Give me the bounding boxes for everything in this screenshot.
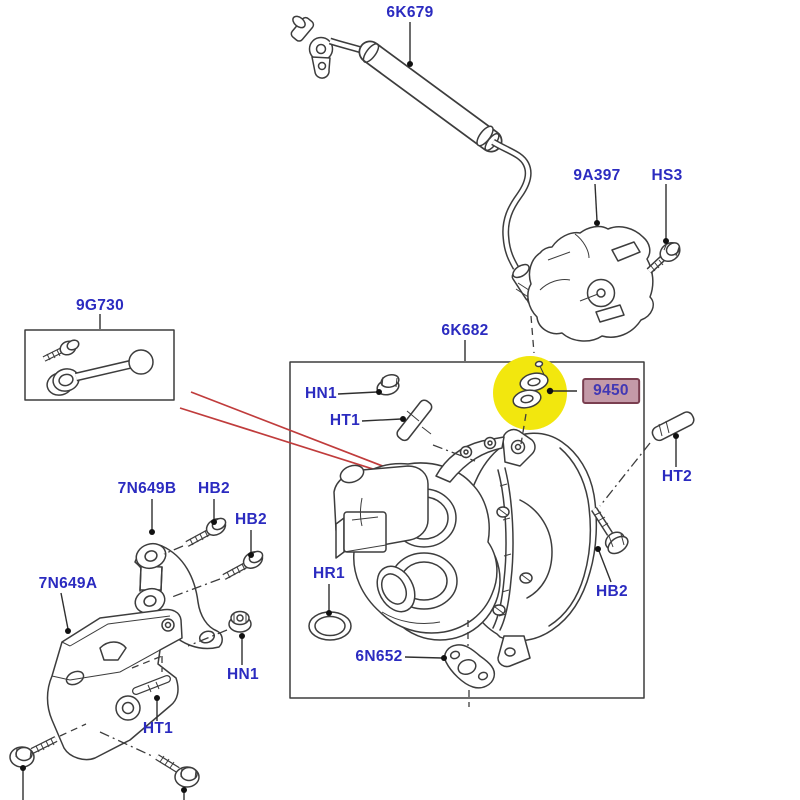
oil-drain-gasket-drawing bbox=[445, 620, 495, 707]
hb2-bolt-a-drawing bbox=[164, 516, 228, 554]
oil-feed-pipe-drawing bbox=[290, 14, 544, 353]
part-label-6k682[interactable]: 6K682 bbox=[441, 322, 489, 339]
group-box-9g730 bbox=[25, 330, 174, 400]
banjo-bolt-kit-drawing bbox=[44, 338, 153, 398]
mount-bracket-drawing bbox=[48, 609, 183, 759]
part-label-6n652[interactable]: 6N652 bbox=[355, 648, 403, 665]
leader-lines bbox=[20, 22, 679, 800]
hs3-bolt-drawing bbox=[649, 239, 684, 271]
part-label-hb2-right[interactable]: HB2 bbox=[596, 583, 628, 600]
part-label-ht1[interactable]: HT1 bbox=[329, 412, 361, 429]
part-label-hs3[interactable]: HS3 bbox=[651, 167, 683, 184]
heat-shield-drawing bbox=[528, 226, 653, 341]
turbocharger-drawing bbox=[334, 430, 596, 667]
part-label-6k679[interactable]: 6K679 bbox=[386, 4, 434, 21]
ht1-stud-drawing bbox=[395, 398, 475, 461]
hn1-nut-bottom-drawing bbox=[188, 612, 251, 647]
part-label-hn1[interactable]: HN1 bbox=[305, 385, 337, 402]
hb2-bolt-b-drawing bbox=[172, 549, 265, 597]
hb2-bolt-right-drawing bbox=[594, 509, 631, 557]
part-label-9450-highlighted[interactable]: 9450 bbox=[582, 378, 640, 404]
ht2-stud-drawing bbox=[600, 410, 696, 506]
group-box-6k682 bbox=[290, 362, 644, 698]
part-label-9g730[interactable]: 9G730 bbox=[75, 297, 125, 314]
part-label-ht1-bottom[interactable]: HT1 bbox=[142, 720, 174, 737]
part-label-7n649b[interactable]: 7N649B bbox=[117, 480, 177, 497]
sealing-washers-9450 bbox=[493, 356, 567, 444]
part-label-9a397[interactable]: 9A397 bbox=[573, 167, 621, 184]
o-ring-drawing bbox=[309, 612, 351, 640]
hn1-nut-drawing bbox=[375, 373, 400, 397]
part-label-hb2-b[interactable]: HB2 bbox=[235, 511, 267, 528]
bottom-bolt-right-drawing bbox=[100, 732, 199, 787]
part-label-hn1-bottom[interactable]: HN1 bbox=[227, 666, 259, 683]
part-label-hb2-a[interactable]: HB2 bbox=[198, 480, 230, 497]
part-label-ht2[interactable]: HT2 bbox=[661, 468, 693, 485]
bottom-bolt-left-drawing bbox=[10, 724, 86, 767]
ht1-pin-drawing bbox=[136, 679, 167, 692]
part-label-7n649a[interactable]: 7N649A bbox=[38, 575, 98, 592]
part-label-hr1[interactable]: HR1 bbox=[313, 565, 345, 582]
